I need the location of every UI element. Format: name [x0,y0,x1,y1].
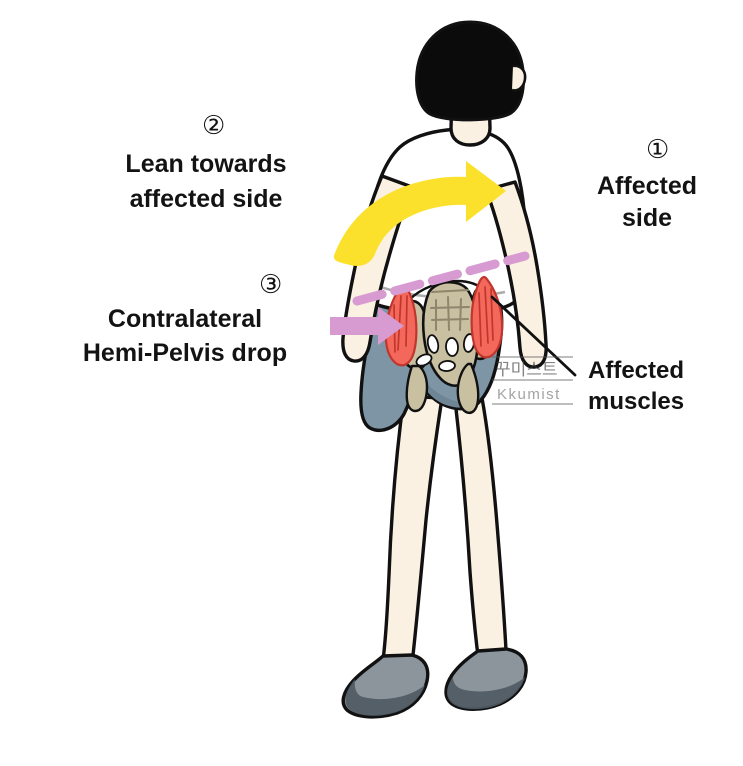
left-shoe [341,653,430,719]
watermark: 꾸미스트 Kkumist [492,356,573,405]
marker-two: ② [202,111,226,141]
label-affected-side-line1: Affected [596,172,697,200]
pelvis-detail-lines [430,289,470,331]
right-shoe [444,647,528,711]
gluteal-muscle-right [470,275,504,359]
label-hemipelvis-line1: Contralateral [107,305,263,333]
head-hair [415,20,525,122]
label-affected-muscles-line2: muscles [588,388,685,415]
label-hemipelvis-line2: Hemi-Pelvis drop [82,339,288,367]
pelvis-ischium-right [456,362,480,414]
right-leg [453,396,508,658]
watermark-korean: 꾸미스트 [495,360,558,380]
label-lean-line1: Lean towards [125,150,287,178]
pink-pelvis-drop-arrow [330,307,404,345]
pelvis-ischium-left [405,364,429,413]
marker-three: ③ [259,270,283,300]
pelvis-foramina [415,333,476,372]
label-lean-line2: affected side [129,185,283,213]
pink-dashed-pelvic-line [352,251,530,306]
label-affected-side-line2: side [621,204,673,232]
yellow-lean-arrow [333,161,506,266]
label-affected-muscles-line1: Affected [588,357,685,384]
watermark-roman: Kkumist [497,386,561,403]
marker-one: ① [646,135,670,165]
left-leg [381,394,444,666]
affected-muscles-leader-line [490,295,577,377]
ear [511,64,527,92]
pelvis-overlay [384,275,504,414]
